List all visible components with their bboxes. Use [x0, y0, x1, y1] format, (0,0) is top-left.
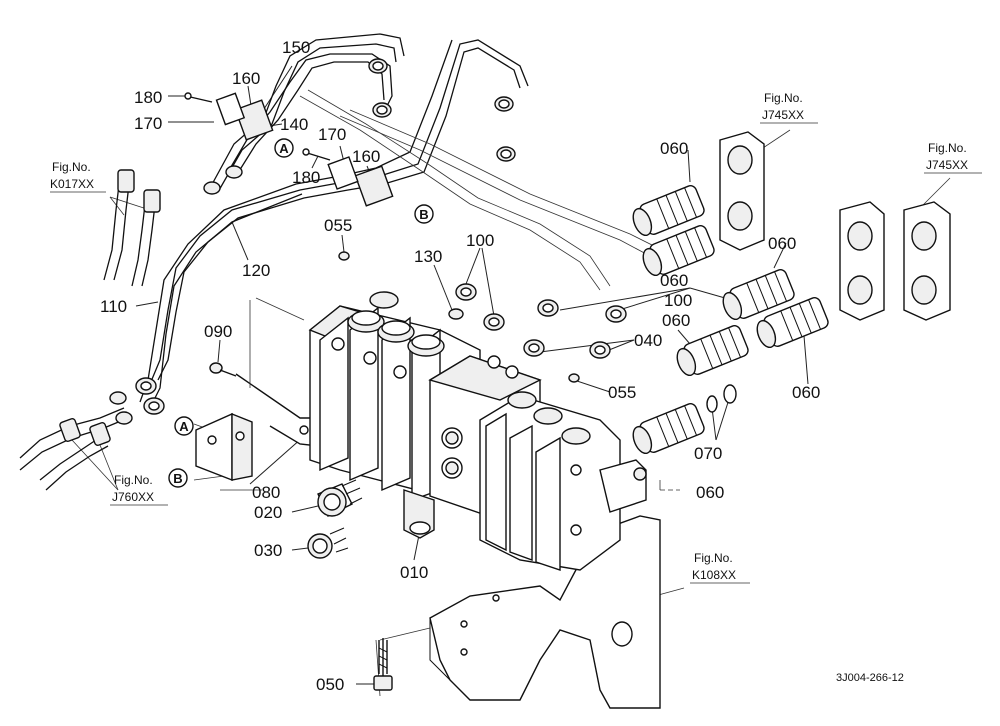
part-label-170-center: 170	[318, 125, 346, 144]
adapter-fittings	[307, 479, 363, 559]
part-label-160-center: 160	[352, 147, 380, 166]
coupler-housings	[719, 131, 951, 321]
pipe-clamps	[184, 92, 394, 207]
part-label-150: 150	[282, 38, 310, 57]
callout-a-top-label: A	[279, 141, 289, 156]
part-label-055-right: 055	[608, 383, 636, 402]
bracket-080	[195, 297, 319, 491]
hydraulic-pipes	[19, 33, 663, 491]
part-label-170-top: 170	[134, 114, 162, 133]
callout-b-top-label: B	[419, 207, 428, 222]
callout-b-bottom-label: B	[173, 471, 182, 486]
part-label-040: 040	[634, 331, 662, 350]
part-label-055-top: 055	[324, 216, 352, 235]
part-label-090: 090	[204, 322, 232, 341]
callout-b-bottom	[168, 468, 188, 488]
part-label-030: 030	[254, 541, 282, 560]
part-label-020: 020	[254, 503, 282, 522]
figref-j745-right-line2: J745XX	[926, 158, 968, 172]
part-labels: 150 160 180 170 140 170 160 180 055 120 …	[100, 38, 820, 694]
part-label-130: 130	[414, 247, 442, 266]
pipe-fittings	[59, 58, 516, 446]
figref-j745-top-line2: J745XX	[762, 108, 804, 122]
part-label-180-top: 180	[134, 88, 162, 107]
part-label-120: 120	[242, 261, 270, 280]
part-label-060-lower-right: 060	[792, 383, 820, 402]
callout-a-bottom	[174, 416, 194, 436]
part-label-100-top: 100	[466, 231, 494, 250]
figref-k017-line2: K017XX	[50, 177, 94, 191]
part-label-010: 010	[400, 563, 428, 582]
part-label-060-center: 060	[662, 311, 690, 330]
figref-j745-top-line1: Fig.No.	[764, 91, 803, 105]
part-label-100-right: 100	[664, 291, 692, 310]
callout-a-top	[274, 138, 294, 158]
part-label-060-bottom: 060	[696, 483, 724, 502]
drawing-code: 3J004-266-12	[836, 672, 904, 684]
part-label-140: 140	[280, 115, 308, 134]
callout-a-bottom-label: A	[179, 419, 189, 434]
figure-references: Fig.No. K017XX Fig.No. J745XX Fig.No. J7…	[50, 91, 982, 584]
figref-j760-line2: J760XX	[112, 490, 154, 504]
callout-b-top	[414, 204, 434, 224]
part-label-160-top: 160	[232, 69, 260, 88]
figref-k108-line1: Fig.No.	[694, 551, 733, 565]
quick-couplers	[632, 185, 829, 455]
callout-markers: A B A B	[168, 138, 434, 488]
part-label-180-center: 180	[292, 168, 320, 187]
part-label-070: 070	[694, 444, 722, 463]
figref-k017-line1: Fig.No.	[52, 160, 91, 174]
figref-k108-line2: K108XX	[692, 568, 736, 582]
part-label-060-top: 060	[660, 139, 688, 158]
small-adapters	[448, 283, 627, 359]
tractor-frame	[373, 515, 661, 709]
part-label-080: 080	[252, 483, 280, 502]
figref-j760-line1: Fig.No.	[114, 473, 153, 487]
part-label-050: 050	[316, 675, 344, 694]
part-label-060-upper-right: 060	[768, 234, 796, 253]
control-valve-body	[308, 251, 647, 571]
figref-j745-right-line1: Fig.No.	[928, 141, 967, 155]
part-label-060-middle: 060	[660, 271, 688, 290]
part-label-110: 110	[100, 297, 127, 316]
